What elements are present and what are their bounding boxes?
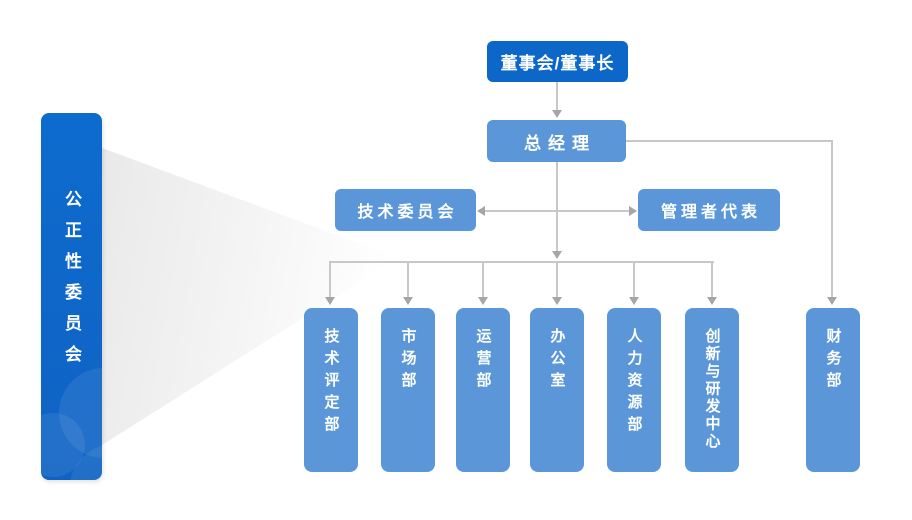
arrowhead-down-icon — [827, 297, 837, 305]
dept-label: 创新与研发中心 — [703, 328, 721, 451]
connector-drop-dept3 — [482, 262, 484, 298]
connector-drop-dept2 — [407, 262, 409, 298]
arrowhead-down-icon — [478, 297, 488, 305]
dept-label: 财务部 — [824, 328, 842, 394]
arrowhead-down-icon — [629, 297, 639, 305]
dept-label: 市场部 — [399, 328, 417, 394]
connector-board-to-gm — [556, 82, 558, 112]
connector-drop-dept6 — [711, 262, 713, 298]
arrowhead-down-icon — [707, 297, 717, 305]
arrowhead-down-icon — [325, 297, 335, 305]
node-dept-office: 办公室 — [530, 308, 584, 472]
dept-label: 技术评定部 — [322, 328, 340, 438]
impartiality-committee-label: 公正性委员会 — [62, 189, 81, 376]
node-board-chairman: 董事会/董事长 — [487, 41, 628, 82]
impartiality-committee-bar: 公正性委员会 — [41, 113, 102, 480]
node-dept-innovation-rd-center: 创新与研发中心 — [685, 308, 739, 472]
node-management-representative: 管理者代表 — [638, 189, 780, 231]
arrowhead-down-icon — [403, 297, 413, 305]
dept-label: 人力资源部 — [625, 328, 643, 438]
connector-gm-to-rail — [556, 162, 558, 252]
connector-committees — [485, 210, 630, 212]
node-technical-committee: 技术委员会 — [335, 189, 476, 231]
node-dept-operations: 运营部 — [456, 308, 510, 472]
arrowhead-down-icon — [552, 251, 562, 259]
node-dept-finance: 财务部 — [806, 308, 860, 472]
arrowhead-down-icon — [552, 110, 562, 118]
connector-drop-dept4 — [556, 262, 558, 298]
node-dept-marketing: 市场部 — [381, 308, 435, 472]
node-dept-technical-evaluation: 技术评定部 — [304, 308, 358, 472]
connector-gm-to-finance-horizontal — [626, 140, 833, 142]
arrowhead-down-icon — [552, 297, 562, 305]
dept-label: 运营部 — [474, 328, 492, 394]
arrowhead-left-icon — [477, 206, 485, 216]
connector-gm-to-finance-vertical — [831, 140, 833, 298]
arrowhead-right-icon — [629, 206, 637, 216]
distribution-rail — [329, 261, 714, 263]
node-general-manager: 总经理 — [487, 120, 626, 162]
dept-label: 办公室 — [548, 328, 566, 394]
connector-drop-dept1 — [329, 262, 331, 298]
node-dept-human-resources: 人力资源部 — [607, 308, 661, 472]
connector-drop-dept5 — [633, 262, 635, 298]
